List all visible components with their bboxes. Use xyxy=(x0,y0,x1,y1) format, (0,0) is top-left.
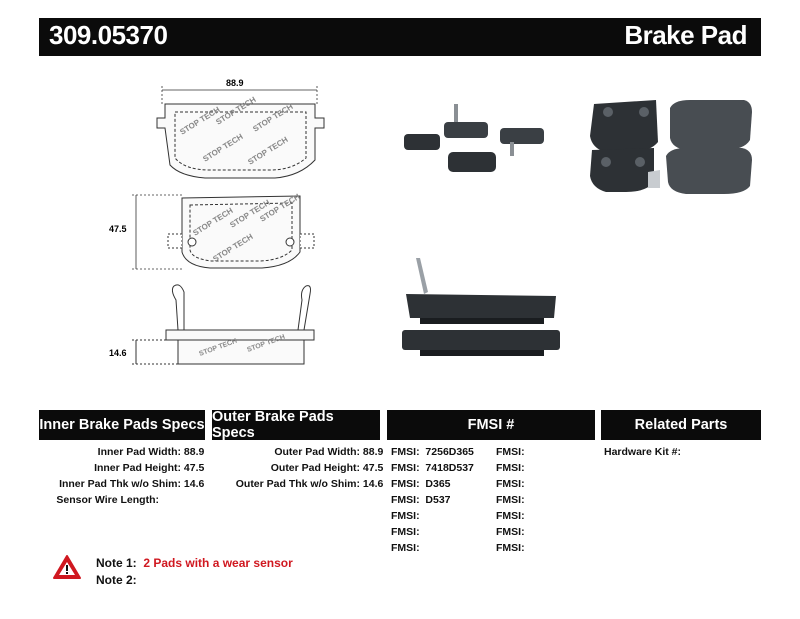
header-bar: 309.05370 Brake Pad xyxy=(39,18,761,56)
hardware-kit-label: Hardware Kit #: xyxy=(604,446,682,458)
outer-spec-label: Outer Pad Width: xyxy=(274,446,360,458)
fmsi-label: FMSI: xyxy=(391,462,420,474)
fmsi-header-label: FMSI # xyxy=(467,417,515,433)
fmsi-label: FMSI: xyxy=(391,478,420,490)
fmsi-row: FMSI: xyxy=(496,542,530,554)
outer-spec-label: Outer Pad Height: xyxy=(270,462,360,474)
related-parts-header-label: Related Parts xyxy=(634,417,728,433)
fmsi-label: FMSI: xyxy=(496,526,525,538)
outer-spec-row: Outer Pad Width: 88.9 xyxy=(212,446,383,458)
pads-face-photo xyxy=(590,100,752,194)
inner-spec-value: 47.5 xyxy=(183,462,205,474)
inner-spec-label: Inner Pad Thk w/o Shim: xyxy=(59,478,181,490)
fmsi-label: FMSI: xyxy=(391,494,420,506)
fmsi-row: FMSI: xyxy=(391,526,425,538)
width-dimension-label: 88.9 xyxy=(226,78,244,88)
fmsi-value: 7256D365 xyxy=(425,446,474,458)
inner-spec-row: Inner Pad Height: 47.5 xyxy=(39,462,204,474)
fmsi-label: FMSI: xyxy=(496,478,525,490)
fmsi-value: 7418D537 xyxy=(425,462,474,474)
outer-spec-label: Outer Pad Thk w/o Shim: xyxy=(235,478,360,490)
fmsi-header: FMSI # xyxy=(387,410,595,440)
fmsi-label: FMSI: xyxy=(496,542,525,554)
outer-spec-row: Outer Pad Height: 47.5 xyxy=(212,462,384,474)
note-1-label: Note 1: xyxy=(96,556,137,570)
side-view-pad xyxy=(132,284,315,365)
outer-spec-value: 88.9 xyxy=(362,446,384,458)
note-1: Note 1: 2 Pads with a wear sensor xyxy=(96,556,293,570)
inner-spec-label: Sensor Wire Length: xyxy=(56,494,159,506)
fmsi-row: FMSI: D365 xyxy=(391,478,451,490)
outer-specs-header: Outer Brake Pads Specs xyxy=(212,409,380,441)
width-dimension xyxy=(161,86,318,104)
fmsi-label: FMSI: xyxy=(496,462,525,474)
fmsi-label: FMSI: xyxy=(391,542,420,554)
fmsi-row: FMSI: xyxy=(496,510,530,522)
fmsi-value: D365 xyxy=(425,478,451,490)
inner-spec-label: Inner Pad Height: xyxy=(94,462,181,474)
note-2: Note 2: xyxy=(96,573,143,587)
pads-side-photo xyxy=(402,258,560,356)
inner-spec-row: Inner Pad Thk w/o Shim: 14.6 xyxy=(39,478,204,490)
note-1-text: 2 Pads with a wear sensor xyxy=(143,556,293,570)
inner-spec-row: Sensor Wire Length: xyxy=(39,494,159,506)
height-dimension-label: 47.5 xyxy=(109,224,127,234)
fmsi-row: FMSI: xyxy=(496,526,530,538)
outer-spec-value: 14.6 xyxy=(362,478,384,490)
fmsi-label: FMSI: xyxy=(391,446,420,458)
front-view-pad xyxy=(167,195,315,269)
fmsi-row: FMSI: xyxy=(391,542,425,554)
hardware-kit-row: Hardware Kit #: xyxy=(604,446,681,458)
fmsi-label: FMSI: xyxy=(496,510,525,522)
inner-spec-label: Inner Pad Width: xyxy=(97,446,181,458)
product-title: Brake Pad xyxy=(624,20,747,50)
outer-spec-value: 47.5 xyxy=(362,462,384,474)
fmsi-row: FMSI: xyxy=(496,446,530,458)
fmsi-row: FMSI: 7256D365 xyxy=(391,446,474,458)
fmsi-label: FMSI: xyxy=(391,510,420,522)
inner-spec-value: 88.9 xyxy=(183,446,205,458)
top-view-pad xyxy=(156,103,325,179)
inner-spec-value: 14.6 xyxy=(183,478,205,490)
thickness-dimension-label: 14.6 xyxy=(109,348,127,358)
fmsi-row: FMSI: xyxy=(496,462,530,474)
part-number: 309.05370 xyxy=(49,20,168,50)
inner-spec-row: Inner Pad Width: 88.9 xyxy=(39,446,205,458)
fmsi-label: FMSI: xyxy=(391,526,420,538)
height-dimension xyxy=(132,194,182,270)
outer-spec-row: Outer Pad Thk w/o Shim: 14.6 xyxy=(212,478,384,490)
fmsi-row: FMSI: D537 xyxy=(391,494,451,506)
fmsi-row: FMSI: 7418D537 xyxy=(391,462,474,474)
related-parts-header: Related Parts xyxy=(601,410,761,440)
fmsi-label: FMSI: xyxy=(496,494,525,506)
inner-specs-header-label: Inner Brake Pads Specs xyxy=(39,417,205,433)
outer-specs-header-label: Outer Brake Pads Specs xyxy=(212,409,334,441)
fmsi-row: FMSI: xyxy=(496,494,530,506)
fmsi-label: FMSI: xyxy=(496,446,525,458)
inner-specs-header: Inner Brake Pads Specs xyxy=(39,410,205,440)
note-2-label: Note 2: xyxy=(96,573,137,587)
fmsi-row: FMSI: xyxy=(496,478,530,490)
fmsi-row: FMSI: xyxy=(391,510,425,522)
fmsi-value: D537 xyxy=(425,494,451,506)
pads-exploded-photo xyxy=(404,104,544,172)
